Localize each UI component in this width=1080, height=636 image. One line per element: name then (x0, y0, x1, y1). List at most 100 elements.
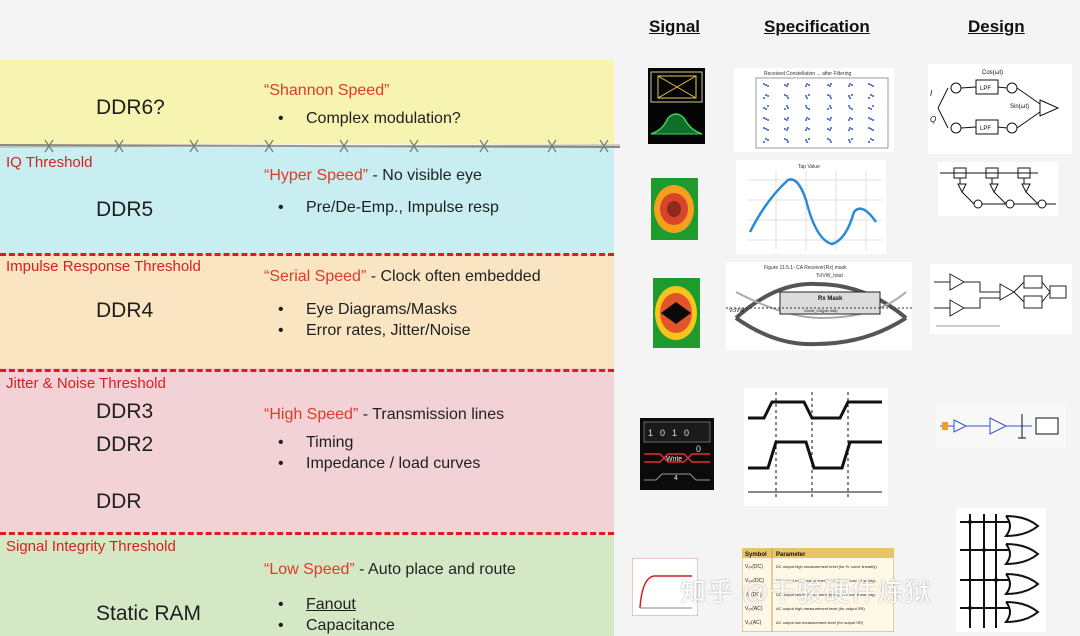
constellation-point (872, 139, 874, 141)
constellation-point (827, 118, 829, 120)
column-header-signal: Signal (649, 17, 701, 36)
tier-name-sram: Static RAM (96, 602, 202, 625)
speed-title: “Serial Speed” (264, 268, 367, 285)
constellation-point (827, 94, 829, 96)
speed-title: “Hyper Speed” (264, 167, 369, 184)
thumb-label: Write (666, 456, 682, 463)
constellation-point (848, 105, 850, 107)
thumb-label: 4 (674, 475, 678, 482)
signal-thumb-ddr5 (651, 178, 698, 240)
bullet-item: •Error rates, Jitter/Noise (278, 322, 470, 340)
constellation-point (829, 85, 831, 87)
thumb-label: 1 (648, 428, 653, 438)
constellation-point (872, 95, 874, 97)
constellation-point (784, 118, 786, 120)
spec-thumb-ddr5-tap: Tap Value (736, 160, 886, 254)
band-ddr3 (0, 368, 614, 534)
constellation-point (767, 85, 769, 87)
constellation-point (765, 128, 767, 130)
constellation-point (806, 117, 808, 119)
constellation-point (872, 119, 874, 121)
constellation-point (787, 107, 789, 109)
bullet-dot: • (278, 199, 284, 216)
constellation-point (787, 117, 789, 119)
tier-name-ddr5: DDR5 (96, 198, 154, 221)
table-cell: Vₒₕ(DC) (745, 564, 763, 570)
speed-title: “High Speed” (264, 406, 359, 423)
constellation-point (851, 128, 853, 130)
table-cell: Vₒₕ(AC) (745, 606, 763, 612)
bullet-dot: • (278, 301, 284, 318)
constellation-point (763, 97, 765, 99)
column-header-design: Design (968, 17, 1025, 36)
constellation-point (830, 117, 832, 119)
table-cell: DC output high measurement level (for IV… (776, 564, 877, 569)
constellation-point (805, 119, 807, 121)
table-cell: Vₒₗ(DC) (745, 592, 762, 598)
constellation-point (808, 118, 810, 120)
spec-thumb-ddr4-mask: Figure 11.5.1- CA Receiver(Rx) mask TcIV… (726, 262, 912, 350)
constellation-point (870, 138, 872, 140)
constellation-point (827, 138, 829, 140)
speed-desc: - Transmission lines (358, 406, 505, 423)
threshold-iq: IQ Threshold (6, 154, 93, 171)
constellation-point (830, 141, 832, 143)
constellation-point (787, 83, 789, 85)
constellation-point (870, 128, 872, 130)
constellation-point (868, 117, 870, 119)
constellation-point (870, 108, 872, 110)
constellation-point (849, 107, 851, 109)
constellation-point (872, 105, 874, 107)
bullet-item: •Capacitance (278, 617, 395, 635)
thumb-label: Q (930, 115, 936, 124)
thumb-label: Symbol (745, 552, 767, 558)
constellation-point (767, 129, 769, 131)
thumb-label: I (930, 89, 933, 98)
thumb-label: TcIVW_total (816, 273, 843, 279)
constellation-point (872, 85, 874, 87)
constellation-point (786, 85, 788, 87)
speed-label-sram: “Low Speed” - Auto place and route (264, 561, 516, 579)
thumb-label: 0 (696, 444, 701, 454)
barbed-wire-divider (0, 139, 620, 153)
constellation-point (767, 139, 769, 141)
bullet-dot: • (278, 596, 284, 613)
constellation-point (786, 139, 788, 141)
bullet-text: Error rates, Jitter/Noise (306, 322, 471, 339)
constellation-point (805, 129, 807, 131)
constellation-point (868, 127, 870, 129)
constellation-point (765, 118, 767, 120)
constellation-point (805, 95, 807, 97)
constellation-point (827, 108, 829, 110)
constellation-point (830, 83, 832, 85)
constellation-point (868, 107, 870, 109)
constellation-point (767, 95, 769, 97)
bullet-text: Fanout (306, 596, 356, 613)
speed-desc: - No visible eye (368, 167, 482, 184)
thumb-label: Rx Mask (818, 296, 843, 302)
bullet-text: Capacitance (306, 617, 395, 634)
bullet-item: •Eye Diagrams/Masks (278, 301, 457, 319)
bullet-text: Pre/De-Emp., Impulse resp (306, 199, 499, 216)
constellation-point (870, 94, 872, 96)
constellation-point (784, 138, 786, 140)
speed-title: “Low Speed” (264, 561, 355, 578)
constellation-point (870, 118, 872, 120)
tier-name-ddr3: DDR3 (96, 400, 154, 423)
constellation-point (848, 119, 850, 121)
constellation-point (765, 138, 767, 140)
constellation-point (765, 84, 767, 86)
constellation-point (806, 97, 808, 99)
signal-thumb-ddr3: 1 0 1 0 0 Write 4 (640, 418, 714, 490)
bullet-item: •Impedance / load curves (278, 455, 480, 473)
constellation-point (830, 107, 832, 109)
si-threshold-line (0, 532, 614, 535)
constellation-point (806, 141, 808, 143)
thumb-label: Vcent_CA(pin mid) (804, 308, 838, 313)
signal-thumb-ddr4 (653, 278, 700, 348)
thumb-label: Parameter (776, 552, 806, 558)
design-thumb-sram-gates (956, 508, 1046, 632)
band-ddr4 (0, 254, 614, 368)
threshold-si: Signal Integrity Threshold (6, 538, 176, 555)
constellation-point (763, 141, 765, 143)
